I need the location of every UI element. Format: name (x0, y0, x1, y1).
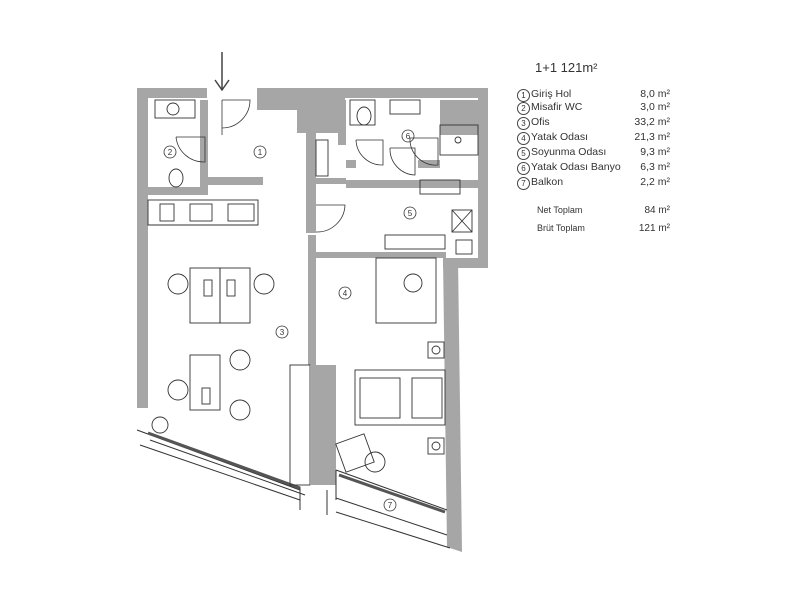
legend-title: 1+1 121m² (535, 60, 598, 75)
total-label: Brüt Toplam (537, 223, 585, 233)
room-label-4: 4 (338, 286, 352, 300)
legend-row-room-2: 2 Misafir WC 3,0 m² (517, 101, 677, 115)
svg-text:1: 1 (258, 148, 263, 157)
room-number: 2 (517, 102, 530, 115)
room-area: 2,2 m² (640, 176, 670, 188)
kitchenette (147, 199, 259, 226)
total-label: Net Toplam (537, 205, 583, 215)
room-area: 6,3 m² (640, 161, 670, 173)
room-name: Yatak Odası (531, 131, 589, 143)
svg-text:4: 4 (343, 289, 348, 298)
svg-text:7: 7 (388, 501, 393, 510)
doors[interactable] (175, 99, 439, 233)
total-area: 121 m² (638, 223, 670, 234)
room-area: 33,2 m² (634, 116, 670, 128)
room-label-7: 7 (383, 498, 397, 512)
legend-row-room-1: 1 Giriş Hol 8,0 m² (517, 88, 677, 102)
office-furniture (151, 267, 311, 486)
legend-net-total: Net Toplam 84 m² (517, 205, 677, 219)
bedroom-furniture (335, 257, 446, 473)
room-area: 8,0 m² (640, 88, 670, 100)
room-label-1: 1 (253, 145, 267, 159)
room-label-2: 2 (163, 145, 177, 159)
room-name: Giriş Hol (531, 88, 572, 100)
room-area: 3,0 m² (640, 101, 670, 113)
room-name: Soyunma Odası (531, 146, 607, 158)
legend-row-room-6: 6 Yatak Odası Banyo 6,3 m² (517, 161, 677, 175)
room-label-5: 5 (403, 206, 417, 220)
entrance-arrow-icon (214, 52, 230, 92)
room-number: 3 (517, 117, 530, 130)
room-number: 5 (517, 147, 530, 160)
room-number: 4 (517, 132, 530, 145)
svg-text:6: 6 (406, 132, 411, 141)
svg-text:2: 2 (168, 148, 173, 157)
svg-text:3: 3 (280, 328, 285, 337)
svg-text:5: 5 (408, 209, 413, 218)
legend-row-room-4: 4 Yatak Odası 21,3 m² (517, 131, 677, 145)
wc-fixtures (154, 99, 479, 188)
room-name: Yatak Odası Banyo (531, 161, 621, 173)
legend-gross-total: Brüt Toplam 121 m² (517, 223, 677, 237)
room-name: Balkon (531, 176, 564, 188)
total-area: 84 m² (644, 205, 670, 216)
dressing-furniture (315, 139, 473, 255)
room-number: 7 (517, 177, 530, 190)
room-name: Ofis (531, 116, 550, 128)
room-label-3: 3 (275, 325, 289, 339)
room-number: 6 (517, 162, 530, 175)
facade (147, 431, 446, 514)
slab-edges (136, 429, 451, 549)
legend-row-room-5: 5 Soyunma Odası 9,3 m² (517, 146, 677, 160)
legend-row-room-7: 7 Balkon 2,2 m² (517, 176, 677, 190)
legend-row-room-3: 3 Ofis 33,2 m² (517, 116, 677, 130)
room-label-6: 6 (401, 129, 415, 143)
room-area: 21,3 m² (634, 131, 670, 143)
room-area: 9,3 m² (640, 146, 670, 158)
room-labels: 1 2 3 4 5 6 7 (163, 129, 417, 512)
room-name: Misafir WC (531, 101, 583, 113)
room-number: 1 (517, 89, 530, 102)
